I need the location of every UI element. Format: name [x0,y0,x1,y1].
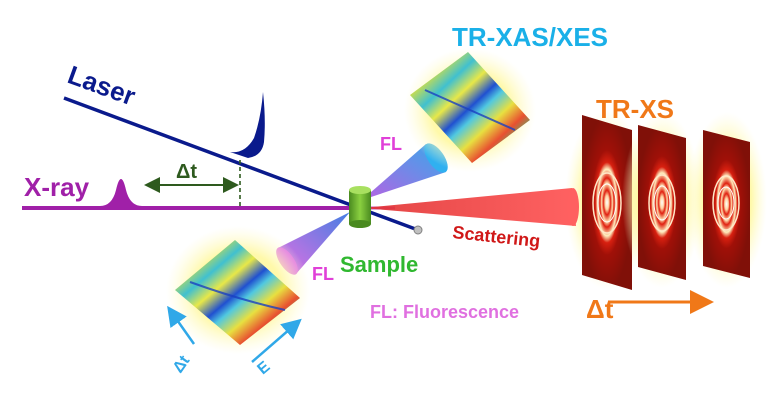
delta-t-axis-arrow [167,305,196,345]
axis-e-label: E [254,358,273,378]
tr-xs-delta-t-label: Δt [586,294,614,324]
tr-xas-xes-label: TR-XAS/XES [452,22,608,52]
tr-xs-panel-3 [687,112,767,288]
scattering-cone [362,188,579,226]
energy-axis-arrow [251,318,302,363]
xray-pulse [100,179,142,206]
sample-label: Sample [340,252,418,277]
fl-lower-label: FL [312,264,334,284]
lower-spectrum-map [166,226,310,363]
axis-delta-t-label: Δt [170,352,194,376]
sample-cylinder [349,186,371,228]
xray-label: X-ray [24,172,90,202]
tr-xs-detector-panels [565,110,767,290]
fl-upper-label: FL [380,134,402,154]
fluorescence-legend: FL: Fluorescence [370,302,519,322]
tr-xas-xes-spectrum-map [404,48,536,172]
scattering-label: Scattering [452,222,542,251]
laser-pulse [230,92,265,158]
tr-xs-label: TR-XS [596,94,674,124]
delta-t-indicator [144,160,241,206]
delta-t-label: Δt [176,161,197,183]
tr-xs-panel-2 [622,112,702,288]
